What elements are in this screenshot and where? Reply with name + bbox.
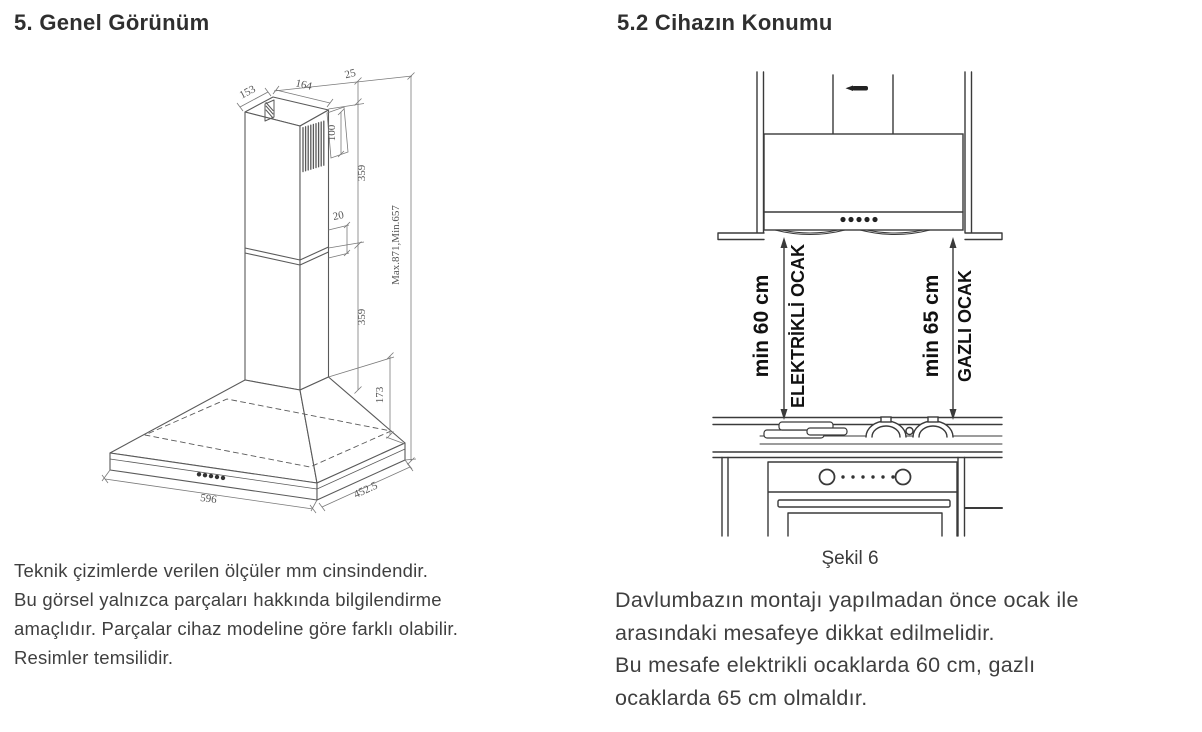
installation-clearance-figure: min 60 cm ELEKTRİKLİ OCAK min 65 cm GAZL… <box>712 71 1003 537</box>
label-elektrikli-ocak: ELEKTRİKLİ OCAK <box>788 244 808 408</box>
dim-line-100 <box>337 108 345 158</box>
right-upper-cabinet <box>964 71 1003 241</box>
dim-label-20: 20 <box>332 209 346 223</box>
oven-knob-right <box>894 468 912 486</box>
clearance-arrow-electric <box>780 237 788 420</box>
oven-knob-left <box>818 468 836 486</box>
lower-cabinet-right-side <box>957 456 966 537</box>
chimney-front-face <box>244 111 301 391</box>
oven-door <box>787 512 943 537</box>
section-title-cihazin-konumu: 5.2 Cihazın Konumu <box>617 10 833 35</box>
dim-line-153 <box>236 87 272 112</box>
ext-line-top <box>273 75 413 92</box>
ext-line-seam <box>328 241 365 249</box>
label-gazli-ocak: GAZLI OCAK <box>955 270 975 382</box>
vent-slots <box>302 120 325 173</box>
ext-line-25 <box>328 103 365 110</box>
wall-bracket-mark <box>845 85 868 91</box>
label-min-60-cm: min 60 cm <box>750 275 773 378</box>
section-title-genel-gorunum: 5. Genel Görünüm <box>14 10 210 35</box>
grease-filters <box>774 229 931 235</box>
hood-control-buttons <box>196 472 226 481</box>
dim-label-173: 173 <box>374 386 386 403</box>
oven-handle <box>777 499 951 508</box>
rim-inner-line <box>109 448 406 490</box>
gas-burners <box>865 416 954 438</box>
note-line: ocaklarda 65 cm olmaldır. <box>615 685 868 710</box>
dim-label-max-min-height: Max.871,Min.657 <box>390 205 402 285</box>
note-line: Bu görsel yalnızca parçaları hakkında bi… <box>14 589 442 610</box>
dim-line-164 <box>272 85 334 108</box>
hood-body <box>763 133 964 231</box>
note-line: arasındaki mesafeye dikkat edilmelidir. <box>615 620 995 645</box>
lower-cabinet-left-side <box>721 456 729 537</box>
chimney-seam-lower <box>244 251 330 266</box>
electric-hob <box>763 421 848 439</box>
dim-label-100: 100 <box>326 124 338 141</box>
note-line: amaçlıdır. Parçalar cihaz modeline göre … <box>14 618 459 639</box>
note-line: Davlumbazın montajı yapılmadan önce ocak… <box>615 588 1079 612</box>
dim-label-164: 164 <box>294 77 313 93</box>
dim-label-25: 25 <box>343 67 357 81</box>
note-line: Resimler temsilidir. <box>14 647 174 668</box>
note-line: Bu mesafe elektrikli ocaklarda 60 cm, ga… <box>615 653 1036 677</box>
note-line: Teknik çizimlerde verilen ölçüler mm cin… <box>14 560 429 581</box>
dim-line-596 <box>101 469 318 514</box>
oven <box>767 461 958 537</box>
figure-caption: Şekil 6 <box>821 548 879 569</box>
oven-panel-dots <box>841 475 895 479</box>
dim-line-452 <box>318 459 414 512</box>
mounting-bracket <box>264 99 275 122</box>
left-note-paragraph: Teknik çizimlerde verilen ölçüler mm cin… <box>14 556 589 672</box>
hood-technical-drawing: 25 164 153 100 359 20 359 Max.871,Min.65… <box>101 67 417 514</box>
label-min-65-cm: min 65 cm <box>920 275 943 378</box>
dim-label-359-lower: 359 <box>356 308 368 325</box>
chimney-seam-upper <box>244 246 330 261</box>
dim-label-359-upper: 359 <box>356 164 368 181</box>
clearance-arrow-gas <box>949 237 957 420</box>
dim-line-173 <box>328 352 406 445</box>
outlet-panel <box>326 106 349 159</box>
dim-line-20 <box>328 221 351 259</box>
hood-buttons <box>840 216 878 223</box>
right-note-paragraph: Davlumbazın montajı yapılmadan önce ocak… <box>615 584 1200 714</box>
duct-outline <box>832 74 894 135</box>
dim-line-max <box>404 72 417 465</box>
dim-label-596: 596 <box>199 492 218 506</box>
left-upper-cabinet <box>717 71 765 241</box>
canopy-fold-line <box>144 398 392 468</box>
countertop <box>712 416 1003 459</box>
